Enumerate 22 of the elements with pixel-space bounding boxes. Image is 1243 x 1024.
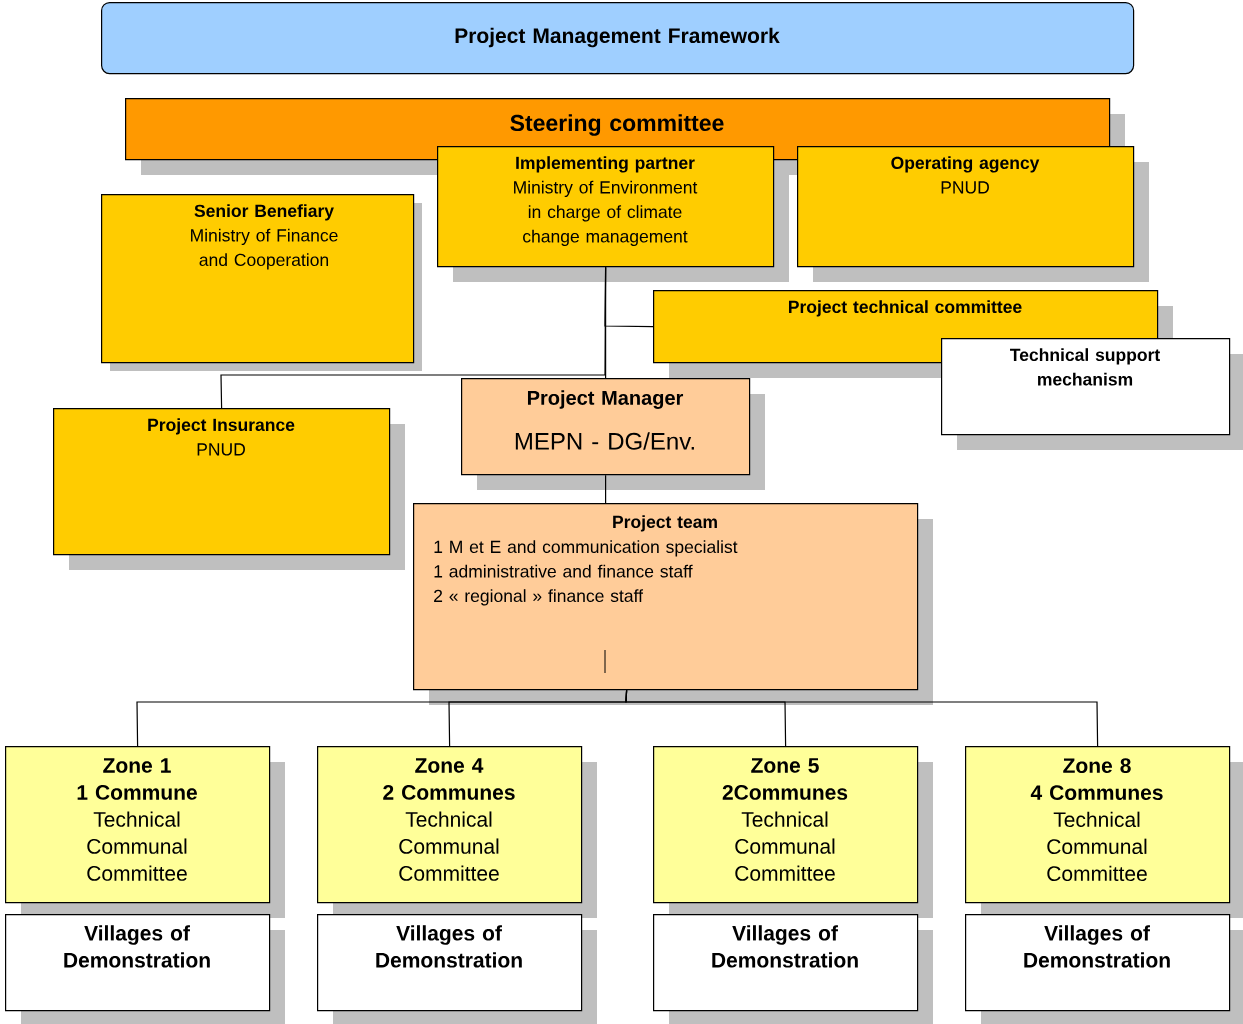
node-label: Villages of Demonstration: [1024, 925, 1170, 968]
team-box: Project team 1 M et E and communication specialist 1 administrative and finance staff 2 « regional » finance staff: [413, 503, 933, 705]
connector-line: [605, 474, 607, 504]
zone-box: Zone 8 4 Communes Technical Communal Committee: [965, 746, 1243, 918]
connector-line: [625, 689, 1099, 747]
node-label: Villages of Demonstration: [712, 925, 858, 968]
village-box: Villages of Demonstration: [653, 914, 933, 1024]
title-box: Project Management Framework: [101, 2, 1135, 75]
org-box: Project Insurance PNUD: [53, 408, 405, 570]
village-box: Villages of Demonstration: [965, 914, 1243, 1024]
org-box: Implementing partner Ministry of Environment in charge of climate change management: [437, 146, 789, 282]
village-box: Villages of Demonstration: [317, 914, 597, 1024]
connector-line: [220, 266, 607, 409]
org-box: Operating agency PNUD: [797, 146, 1149, 282]
org-box: Technical support mechanism: [941, 338, 1243, 450]
org-box: Senior Benefiary Ministry of Finance and Cooperation: [101, 194, 422, 371]
node-label: Villages of Demonstration: [376, 925, 522, 968]
zone-box: Zone 5 2Communes Technical Communal Committee: [653, 746, 933, 918]
village-box: Villages of Demonstration: [5, 914, 285, 1024]
zone-box: Zone 4 2 Communes Technical Communal Committee: [317, 746, 597, 918]
manager-box: Project Manager MEPN - DG/Env.: [461, 378, 765, 490]
zone-box: Zone 1 1 Commune Technical Communal Committee: [5, 746, 285, 918]
